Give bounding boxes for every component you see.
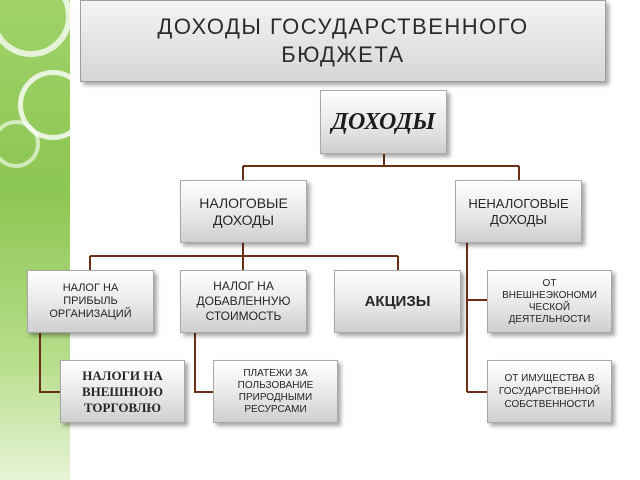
node-profit-tax-label: НАЛОГ НА ПРИБЫЛЬ ОРГАНИЗАЦИЙ <box>49 282 132 320</box>
node-state-property: ОТ ИМУЩЕСТВА В ГОСУДАРСТВЕННОЙ СОБСТВЕНН… <box>487 360 612 423</box>
node-foreign-economic-activity-label: ОТ ВНЕШНЕЭКОНОМИ ЧЕСКОЙ ДЕЯТЕЛЬНОСТИ <box>502 277 597 325</box>
connector-tax-to-children <box>89 243 399 270</box>
node-foreign-trade-taxes-label: НАЛОГИ НА ВНЕШНЮЮ ТОРГОВЛЮ <box>81 367 164 415</box>
slide-title-box: ДОХОДЫ ГОСУДАРСТВЕННОГО БЮДЖЕТА <box>80 0 606 82</box>
decorative-ring-top <box>0 0 72 57</box>
node-foreign-economic-activity: ОТ ВНЕШНЕЭКОНОМИ ЧЕСКОЙ ДЕЯТЕЛЬНОСТИ <box>487 270 612 333</box>
node-revenues-root-label: ДОХОДЫ <box>331 108 436 135</box>
node-tax-revenues: НАЛОГОВЫЕ ДОХОДЫ <box>180 180 307 243</box>
connector-nontax-to-children <box>466 243 487 393</box>
connector-profit-to-foreign-trade <box>39 332 60 393</box>
slide-title: ДОХОДЫ ГОСУДАРСТВЕННОГО БЮДЖЕТА <box>157 14 529 67</box>
node-nontax-revenues-label: НЕНАЛОГОВЫЕ ДОХОДЫ <box>468 195 569 227</box>
node-excise-label: АКЦИЗЫ <box>364 293 431 310</box>
node-excise: АКЦИЗЫ <box>334 270 461 333</box>
node-resource-payments-label: ПЛАТЕЖИ ЗА ПОЛЬЗОВАНИЕ ПРИРОДНЫМИ РЕСУРС… <box>237 367 314 415</box>
node-vat: НАЛОГ НА ДОБАВЛЕННУЮ СТОИМОСТЬ <box>180 270 307 333</box>
node-vat-label: НАЛОГ НА ДОБАВЛЕННУЮ СТОИМОСТЬ <box>196 279 291 323</box>
decorative-ring-middle <box>18 70 88 140</box>
connector-vat-to-resources <box>194 332 213 393</box>
connector-root-to-level1 <box>242 154 520 180</box>
node-foreign-trade-taxes: НАЛОГИ НА ВНЕШНЮЮ ТОРГОВЛЮ <box>60 360 185 423</box>
node-resource-payments: ПЛАТЕЖИ ЗА ПОЛЬЗОВАНИЕ ПРИРОДНЫМИ РЕСУРС… <box>213 360 338 423</box>
decorative-ring-small <box>0 120 40 168</box>
node-state-property-label: ОТ ИМУЩЕСТВА В ГОСУДАРСТВЕННОЙ СОБСТВЕНН… <box>498 373 601 410</box>
node-profit-tax: НАЛОГ НА ПРИБЫЛЬ ОРГАНИЗАЦИЙ <box>27 270 154 333</box>
node-revenues-root: ДОХОДЫ <box>320 90 447 154</box>
node-tax-revenues-label: НАЛОГОВЫЕ ДОХОДЫ <box>199 194 288 228</box>
node-nontax-revenues: НЕНАЛОГОВЫЕ ДОХОДЫ <box>455 180 582 243</box>
